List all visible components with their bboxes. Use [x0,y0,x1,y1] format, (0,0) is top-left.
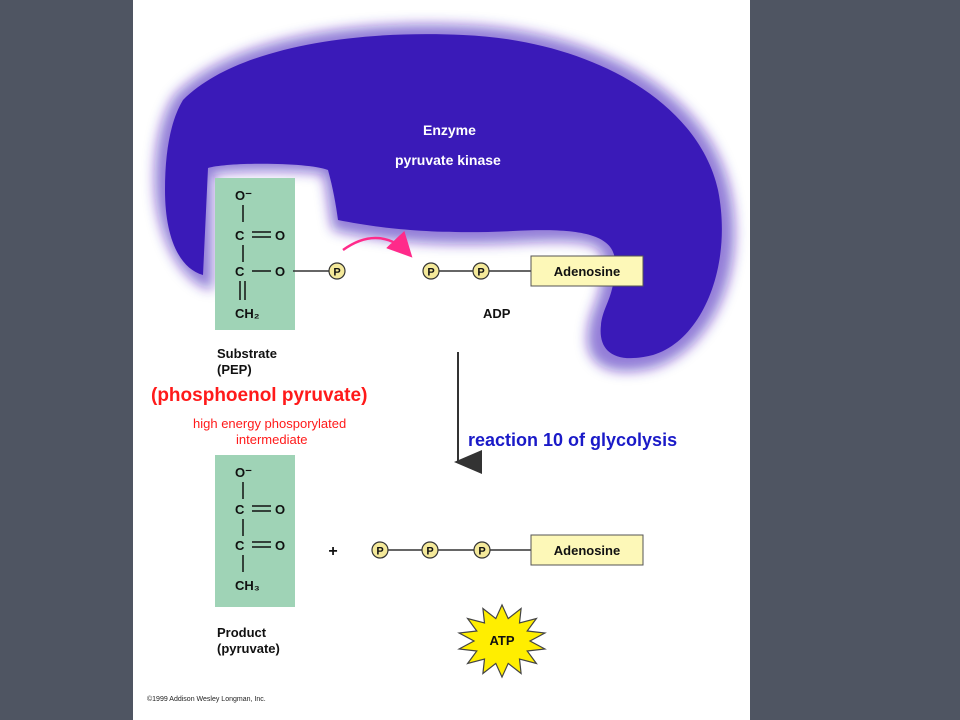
pep-note-line2: intermediate [236,432,308,447]
glycolysis-figure: O⁻ C O C O CH₂ P P P [133,0,750,720]
enzyme-title: Enzyme [423,122,476,138]
adp-label: ADP [483,306,511,321]
slide-background-left [0,0,133,720]
copyright-notice: ©1999 Addison Wesley Longman, Inc. [147,696,266,703]
product-o-minus: O⁻ [235,465,252,480]
product-o2: O [275,538,285,553]
reaction-label: reaction 10 of glycolysis [468,430,678,450]
atp-adenosine-label: Adenosine [554,543,620,558]
enzyme-shape [154,24,735,372]
adp-phosphate-2: P [477,267,484,279]
product-label-line2: (pyruvate) [217,641,280,656]
substrate-c2: C [235,264,245,279]
enzyme-name: pyruvate kinase [395,152,501,168]
substrate-ch2: CH₂ [235,306,260,321]
atp-molecule: P P P Adenosine [371,534,644,566]
product-molecule: O⁻ C O C O CH₃ [215,455,295,607]
substrate-molecule: O⁻ C O C O CH₂ [215,178,295,330]
product-label-line1: Product [217,625,267,640]
atp-phosphate-3: P [478,546,485,558]
substrate-o1: O [275,228,285,243]
product-c2: C [235,538,245,553]
plus-sign: + [328,543,337,560]
phosphate-transfer-arrow [342,230,413,258]
adp-molecule: P P Adenosine [422,255,644,287]
substrate-label-line1: Substrate [217,346,277,361]
substrate-c1: C [235,228,245,243]
product-o1: O [275,502,285,517]
substrate-o-minus: O⁻ [235,188,252,203]
diagram-canvas: O⁻ C O C O CH₂ P P P [154,24,735,679]
atp-burst: ATP [457,603,547,679]
atp-phosphate-2: P [426,546,433,558]
substrate-o2: O [275,264,285,279]
pep-phosphate-label: P [333,267,340,279]
pep-note-line1: high energy phosporylated [193,416,347,431]
slide-background-right [750,0,960,720]
pep-phosphate: P [293,262,346,280]
substrate-label-line2: (PEP) [217,362,252,377]
adp-adenosine-label: Adenosine [554,264,620,279]
atp-phosphate-1: P [376,546,383,558]
product-c1: C [235,502,245,517]
atp-burst-label: ATP [489,633,514,648]
adp-phosphate-1: P [427,267,434,279]
product-ch3: CH₃ [235,578,260,593]
pep-full-name: (phosphoenol pyruvate) [151,385,368,406]
